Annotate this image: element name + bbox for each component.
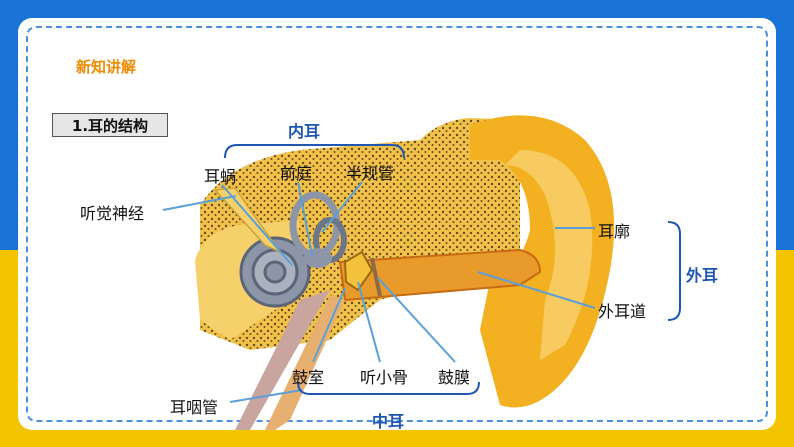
- ossicles-shape: [343, 250, 374, 292]
- group-outer-ear: 外耳: [686, 266, 719, 285]
- slide-card-border: [26, 26, 768, 422]
- label-auricle: 耳廓: [598, 222, 631, 241]
- group-inner-ear: 内耳: [288, 122, 321, 141]
- vestibule-shape: [304, 248, 332, 268]
- eustachian-tube-shape: [235, 290, 330, 430]
- label-cochlea: 耳蜗: [204, 167, 237, 186]
- ear-canal-shape: [338, 248, 542, 302]
- label-vestibule: 前庭: [280, 164, 313, 183]
- outer-ear-bracket: [667, 221, 681, 321]
- eustachian-tube-wall: [265, 295, 345, 430]
- label-eardrum: 鼓膜: [438, 368, 471, 387]
- group-middle-ear: 中耳: [372, 412, 405, 431]
- eardrum-shape: [370, 257, 382, 297]
- label-tympanic-cavity: 鼓室: [292, 368, 325, 387]
- inner-ear-bracket: [224, 144, 405, 159]
- label-ossicles: 听小骨: [360, 368, 409, 387]
- label-auditory-nerve: 听觉神经: [80, 204, 145, 223]
- subtitle-box: 1.耳的结构: [52, 113, 168, 137]
- section-title: 新知讲解: [76, 58, 137, 76]
- label-eustachian-tube: 耳咽管: [170, 398, 219, 417]
- label-ear-canal: 外耳道: [598, 302, 647, 321]
- auricle-inner: [505, 150, 593, 360]
- leader-lines: [162, 181, 596, 403]
- label-semicircular-canals: 半规管: [346, 164, 395, 183]
- middle-ear-bracket: [297, 381, 480, 395]
